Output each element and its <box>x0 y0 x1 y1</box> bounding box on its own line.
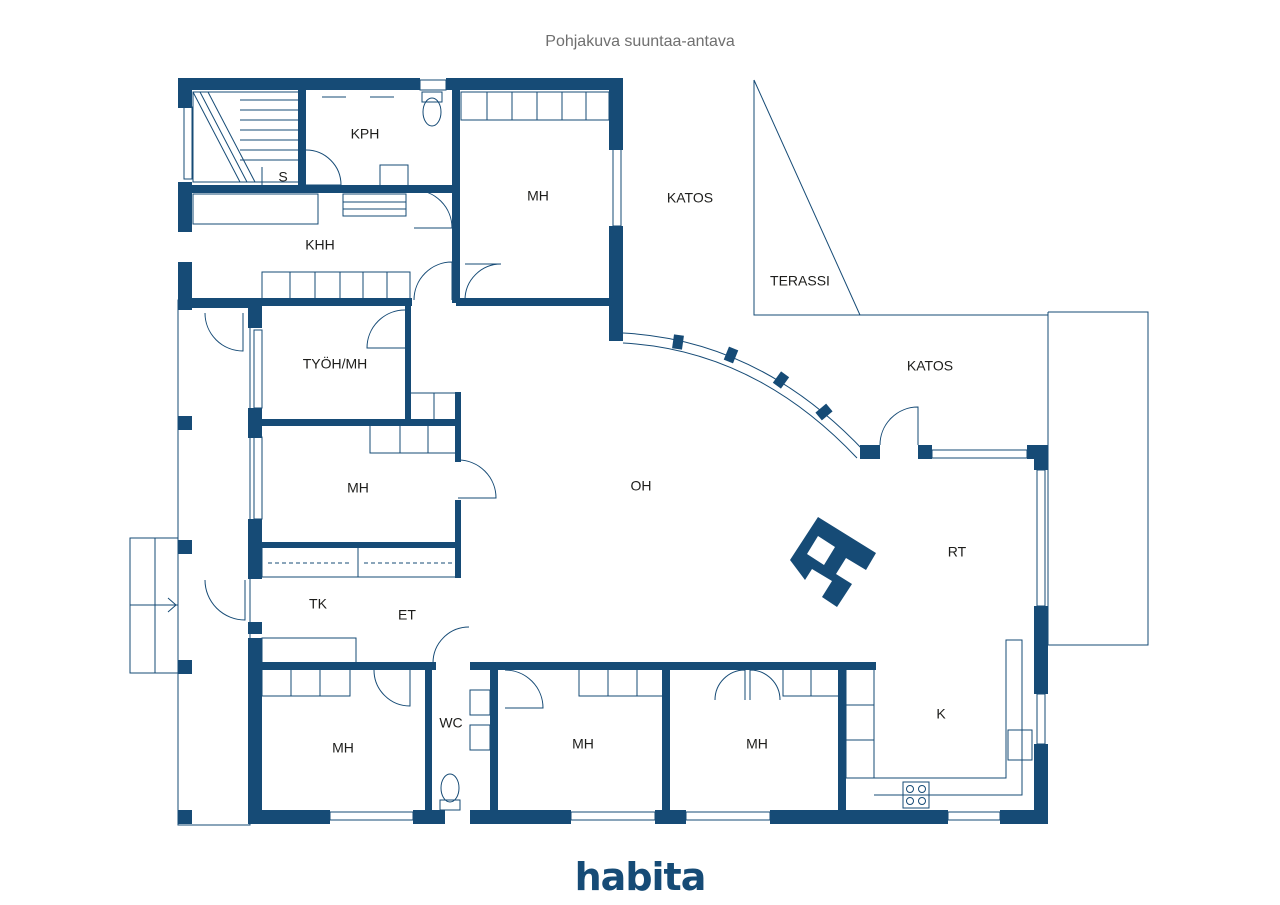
room-label-katos-right: KATOS <box>907 358 953 374</box>
room-label-wc: WC <box>439 715 462 731</box>
room-label-mh-mid: MH <box>347 480 369 496</box>
walls <box>178 78 1048 824</box>
room-label-mh-bottom-left: MH <box>332 740 354 756</box>
room-label-terassi: TERASSI <box>770 273 830 289</box>
room-label-katos-top: KATOS <box>667 190 713 206</box>
floorplan-caption: Pohjakuva suuntaa-antava <box>545 33 735 50</box>
room-label-oh: OH <box>631 478 652 494</box>
room-label-et: ET <box>398 607 416 623</box>
room-label-mh-bottom-right: MH <box>746 736 768 752</box>
room-label-mh-top: MH <box>527 188 549 204</box>
fireplace-inner <box>807 536 835 565</box>
room-label-mh-bottom-center: MH <box>572 736 594 752</box>
room-label-khh: KHH <box>305 237 335 253</box>
room-label-tk: TK <box>309 596 328 612</box>
room-label-kph: KPH <box>351 126 380 142</box>
room-label-s: S <box>278 169 287 185</box>
room-label-tyoh-mh: TYÖH/MH <box>303 355 368 372</box>
room-labels: KPH S MH KATOS TERASSI KHH TYÖH/MH KATOS… <box>278 126 966 756</box>
room-label-rt: RT <box>948 544 967 560</box>
habita-logo: habita <box>574 855 707 899</box>
room-label-k: K <box>936 706 946 722</box>
